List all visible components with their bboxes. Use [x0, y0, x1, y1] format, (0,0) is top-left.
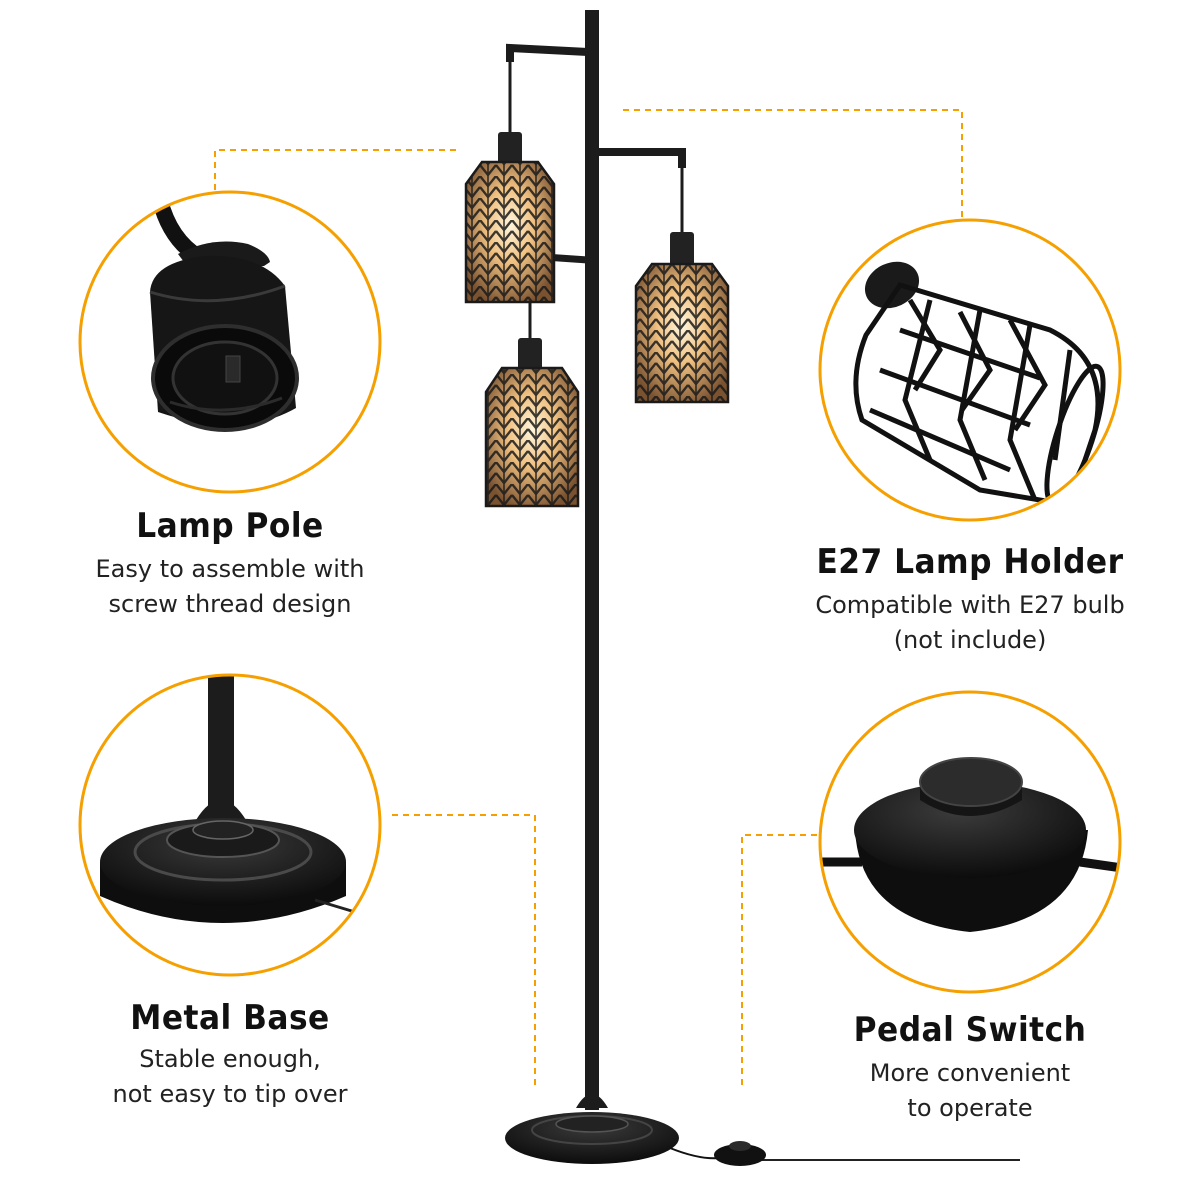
pedal-switch-closeup [818, 690, 1122, 994]
lamp-holder-description: Compatible with E27 bulb (not include) [760, 588, 1180, 658]
metal-base-title: Metal Base [130, 998, 330, 1038]
metal-base-closeup [78, 673, 382, 977]
lamp-pole-title: Lamp Pole [136, 506, 324, 546]
lamp-pole-desc-line: Easy to assemble with [95, 555, 365, 583]
lamp-holder-closeup [818, 218, 1122, 522]
lamp-socket-closeup [78, 190, 382, 494]
metal-base-desc-line: Stable enough, [139, 1045, 321, 1073]
pedal-switch-desc-line: More convenient [869, 1059, 1071, 1087]
pedal-switch-desc-line: to operate [907, 1094, 1033, 1122]
pedal-switch-title: Pedal Switch [853, 1010, 1087, 1050]
lamp-holder-desc-line: Compatible with E27 bulb [815, 591, 1125, 619]
lamp-holder-title: E27 Lamp Holder [816, 542, 1124, 582]
lamp-pole-desc-line: screw thread design [108, 590, 352, 618]
floor-lamp [464, 10, 1020, 1166]
connector-lines [214, 109, 963, 1085]
lamp-pole-description: Easy to assemble with screw thread desig… [30, 552, 430, 622]
metal-base-desc-line: not easy to tip over [112, 1080, 348, 1108]
lamp-holder-desc-line: (not include) [893, 626, 1047, 654]
metal-base-description: Stable enough, not easy to tip over [30, 1042, 430, 1112]
pedal-switch-description: More convenient to operate [770, 1056, 1170, 1126]
